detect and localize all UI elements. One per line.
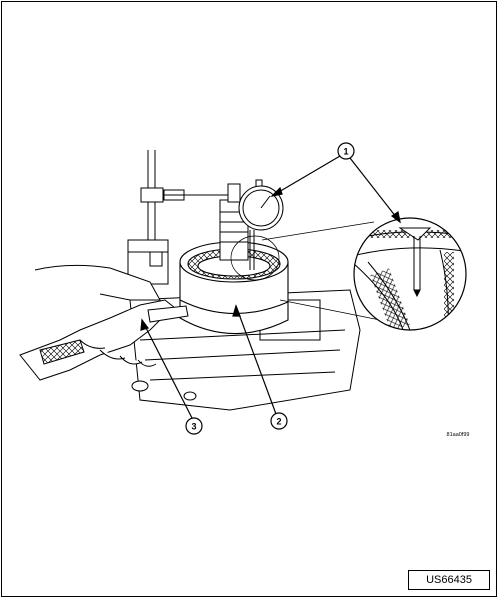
figure-id-label: US66435 — [408, 570, 490, 590]
dial-indicator — [238, 179, 284, 270]
drawing-code: 81aa0f99 — [447, 432, 470, 438]
callout-2: 2 — [270, 412, 288, 430]
svg-text:2: 2 — [276, 417, 281, 427]
callout-1: 1 — [337, 142, 355, 160]
svg-text:1: 1 — [343, 147, 348, 157]
callout-3: 3 — [185, 417, 203, 435]
svg-text:3: 3 — [191, 422, 196, 432]
hand-with-air-nozzle — [19, 264, 189, 381]
zoom-leader-lines — [230, 221, 381, 321]
callout-leaders — [140, 155, 401, 419]
magnified-detail — [353, 217, 467, 331]
clutch-housing — [179, 241, 289, 335]
